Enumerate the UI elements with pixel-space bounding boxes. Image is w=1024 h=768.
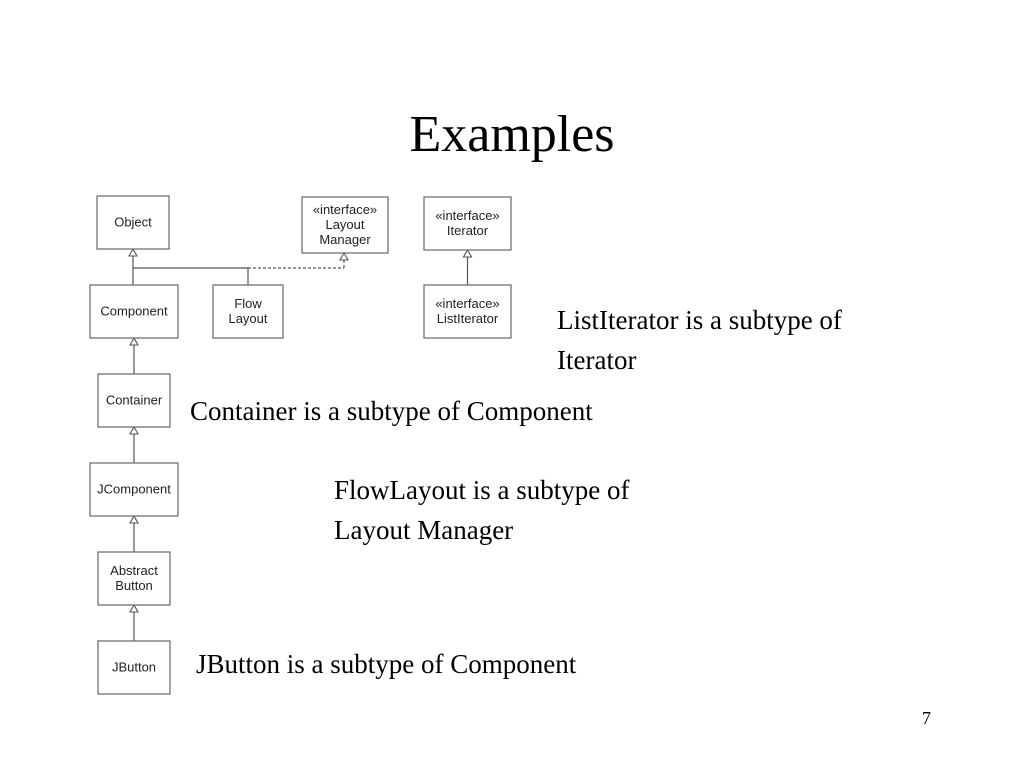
note-line: Iterator: [557, 345, 637, 375]
class-box: [97, 640, 171, 695]
inheritance-arrowhead: [129, 336, 139, 346]
class-label: Button: [115, 578, 153, 593]
inheritance-arrowhead: [129, 514, 139, 524]
class-label: Container: [106, 393, 163, 408]
note-line: ListIterator is a subtype of: [557, 305, 842, 335]
class-label: Manager: [319, 232, 371, 247]
slide-title: Examples: [409, 106, 615, 163]
note-line: FlowLayout is a subtype of: [334, 475, 630, 505]
class-box: [96, 195, 170, 250]
class-label: «interface»: [435, 208, 499, 223]
class-label: Layout: [228, 311, 267, 326]
uml-class-jcomponent: JComponent: [89, 462, 179, 517]
inheritance-arrowhead: [129, 603, 139, 613]
uml-class-flow-layout: FlowLayout: [212, 284, 284, 339]
class-label: JComponent: [97, 482, 171, 497]
class-box: [89, 462, 179, 517]
uml-class-object: Object: [96, 195, 170, 250]
class-label: Component: [100, 304, 168, 319]
uml-class-container: Container: [97, 373, 171, 428]
note-line: Layout Manager: [334, 515, 514, 545]
note-line: Container is a subtype of Component: [190, 396, 593, 426]
class-label: ListIterator: [437, 311, 499, 326]
class-box: [97, 373, 171, 428]
class-label: JButton: [112, 660, 156, 675]
inheritance-arrowhead: [129, 425, 139, 435]
class-label: «interface»: [435, 296, 499, 311]
note-jbutton: JButton is a subtype of Component: [196, 644, 576, 684]
class-box: [97, 551, 171, 606]
class-box: [212, 284, 284, 339]
uml-class-iterator: «interface»Iterator: [423, 196, 512, 251]
class-box: [89, 284, 179, 339]
note-line: JButton is a subtype of Component: [196, 649, 577, 679]
note-flow-layout: FlowLayout is a subtype of Layout Manage…: [334, 470, 629, 550]
uml-class-component: Component: [89, 284, 179, 339]
inheritance-arrowhead: [339, 251, 349, 261]
inheritance-arrowhead: [462, 248, 473, 258]
class-label: Flow: [234, 296, 262, 311]
uml-class-jbutton: JButton: [97, 640, 171, 695]
class-label: Object: [114, 215, 152, 230]
class-label: Iterator: [447, 223, 489, 238]
class-label: Layout: [325, 217, 364, 232]
class-box: [423, 284, 512, 339]
class-box: [423, 196, 512, 251]
class-label: «interface»: [313, 202, 377, 217]
uml-class-list-iterator: «interface»ListIterator: [423, 284, 512, 339]
note-list-iterator: ListIterator is a subtype of Iterator: [557, 300, 842, 380]
class-box: [301, 196, 389, 254]
note-container: Container is a subtype of Component: [190, 391, 593, 431]
class-label: Abstract: [110, 563, 158, 578]
inheritance-arrowhead: [128, 247, 138, 257]
slide-number: 7: [922, 708, 931, 728]
